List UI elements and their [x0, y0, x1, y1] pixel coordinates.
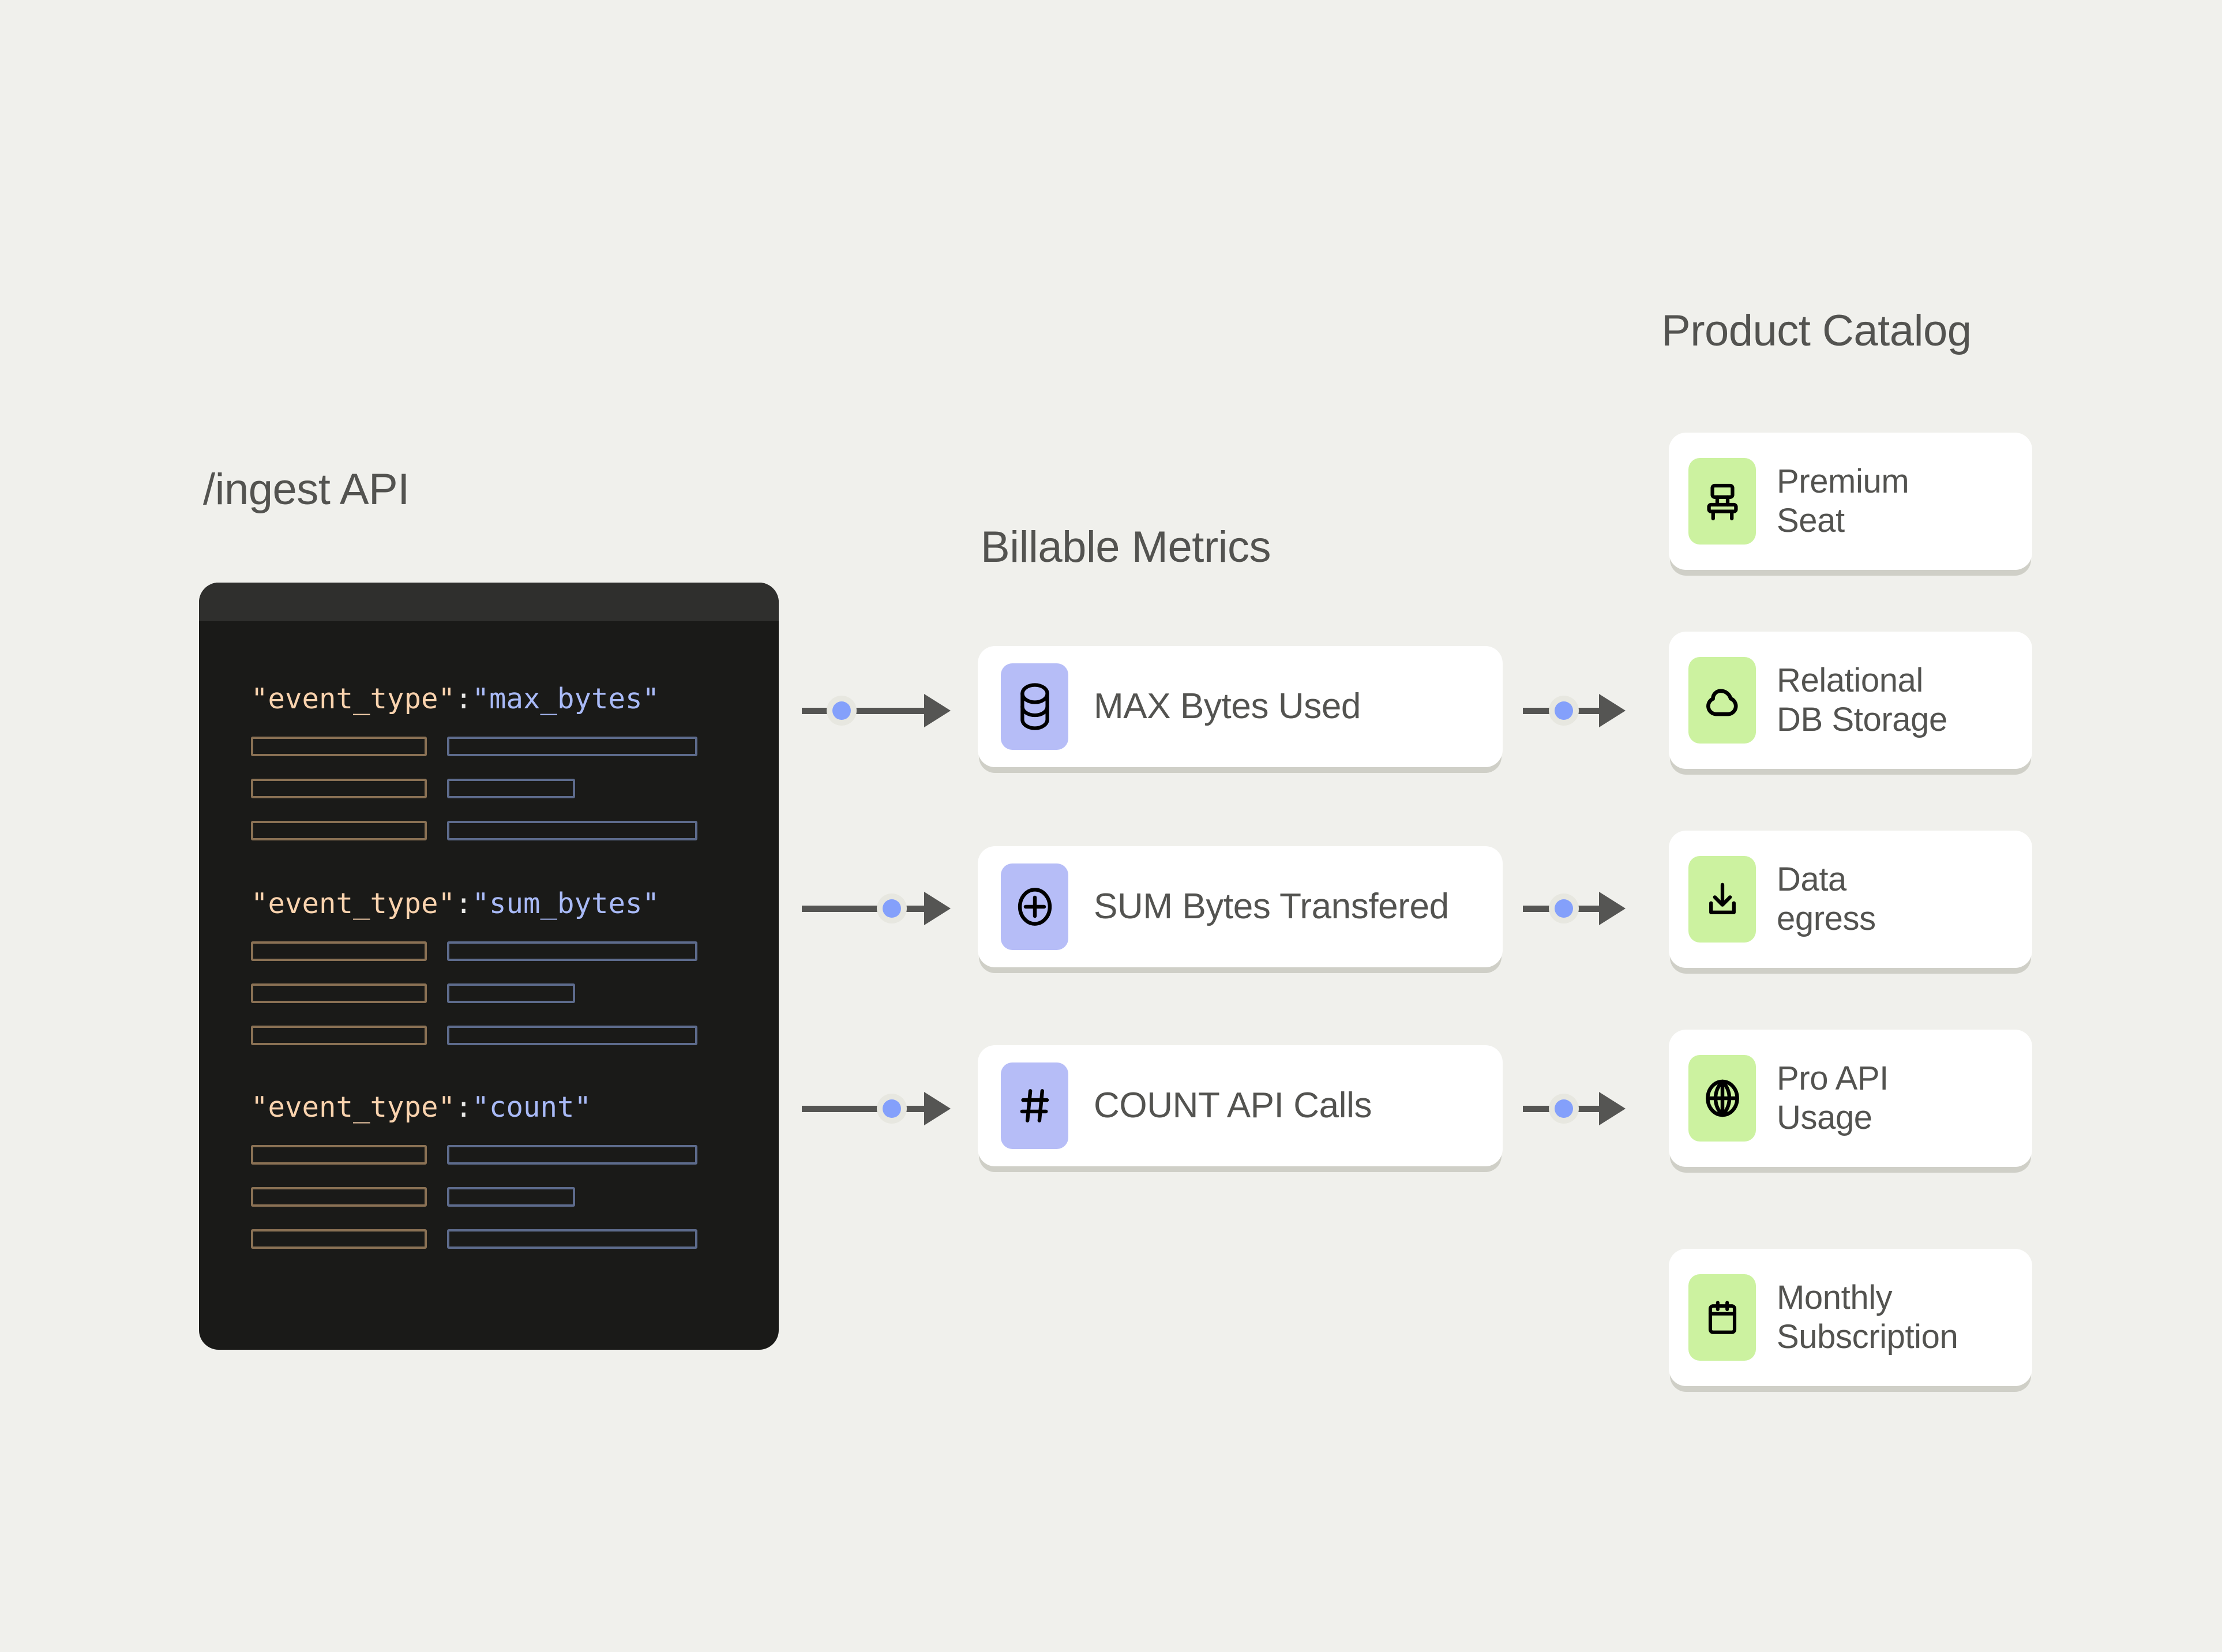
connector-arrow-ingest-to-metric: [802, 684, 953, 735]
arrow-shaft: [802, 1106, 926, 1112]
metric-card-count-api-calls[interactable]: COUNT API Calls: [978, 1045, 1503, 1166]
code-bar-right: [447, 983, 575, 1003]
arrow-shaft: [802, 708, 926, 714]
arrow-dot: [883, 1099, 901, 1118]
code-value-token: "sum_bytes": [472, 887, 660, 920]
code-placeholder-row: [199, 1187, 779, 1207]
connector-arrow-metric-to-product: [1523, 684, 1628, 735]
arrow-head: [1599, 892, 1626, 925]
code-line: "event_type":"max_bytes": [251, 685, 659, 713]
metric-card-max-bytes-used[interactable]: MAX Bytes Used: [978, 646, 1503, 767]
code-placeholder-row: [199, 983, 779, 1003]
ingest-code-panel: "event_type":"max_bytes": [199, 583, 779, 1350]
product-card-label: Relational DB Storage: [1777, 662, 1947, 738]
product-card-label: Premium Seat: [1777, 463, 1909, 539]
product-card-monthly-subscription[interactable]: Monthly Subscription: [1669, 1249, 2032, 1386]
arrow-dot: [1555, 701, 1573, 720]
code-bar-left: [251, 779, 427, 798]
code-colon-token: :: [455, 1091, 472, 1124]
code-bar-right: [447, 941, 697, 961]
code-bar-left: [251, 1187, 427, 1207]
arrow-dot: [883, 899, 901, 918]
product-card-pro-api-usage[interactable]: Pro API Usage: [1669, 1030, 2032, 1167]
connector-arrow-metric-to-product: [1523, 881, 1628, 933]
database-icon: [1001, 663, 1068, 750]
page-title-ingest-api: /ingest API: [203, 465, 410, 514]
connector-arrow-ingest-to-metric: [802, 1082, 953, 1133]
product-card-relational-db-storage[interactable]: Relational DB Storage: [1669, 632, 2032, 769]
code-placeholder-row: [199, 1026, 779, 1045]
download-icon: [1688, 856, 1756, 943]
code-line: "event_type":"sum_bytes": [251, 889, 659, 918]
code-bar-right: [447, 1145, 697, 1165]
page-title-billable-metrics: Billable Metrics: [981, 523, 1271, 572]
code-value-token: "max_bytes": [472, 682, 660, 715]
code-bar-left: [251, 1229, 427, 1249]
code-bar-right: [447, 1026, 697, 1045]
product-card-label: Pro API Usage: [1777, 1060, 1889, 1136]
product-card-label: Monthly Subscription: [1777, 1279, 1958, 1356]
code-bar-left: [251, 821, 427, 840]
page-title-product-catalog: Product Catalog: [1661, 306, 1972, 355]
arrow-head: [1599, 1092, 1626, 1125]
code-placeholder-row: [199, 821, 779, 840]
code-panel-header-bar: [199, 583, 779, 621]
product-card-premium-seat[interactable]: Premium Seat: [1669, 433, 2032, 570]
metric-card-label: SUM Bytes Transfered: [1094, 886, 1449, 926]
arrow-shaft: [802, 906, 926, 912]
product-card-data-egress[interactable]: Data egress: [1669, 831, 2032, 968]
hash-icon: [1001, 1062, 1068, 1149]
arrow-head: [924, 892, 951, 925]
cloud-icon: [1688, 657, 1756, 744]
connector-arrow-ingest-to-metric: [802, 881, 953, 933]
code-placeholder-row: [199, 1145, 779, 1165]
code-bar-right: [447, 779, 575, 798]
code-bar-left: [251, 983, 427, 1003]
code-placeholder-row: [199, 1229, 779, 1249]
code-colon-token: :: [455, 887, 472, 920]
code-bar-right: [447, 1229, 697, 1249]
code-bar-left: [251, 737, 427, 756]
metric-card-label: MAX Bytes Used: [1094, 686, 1361, 726]
code-bar-left: [251, 941, 427, 961]
plus-circle-icon: [1001, 863, 1068, 950]
arrow-dot: [1555, 899, 1573, 918]
code-placeholder-row: [199, 941, 779, 961]
product-card-label: Data egress: [1777, 861, 1876, 937]
arrow-head: [924, 1092, 951, 1125]
code-key-token: "event_type": [251, 682, 456, 715]
metric-card-sum-bytes-transfered[interactable]: SUM Bytes Transfered: [978, 846, 1503, 967]
code-bar-left: [251, 1026, 427, 1045]
arrow-head: [924, 694, 951, 727]
metric-card-label: COUNT API Calls: [1094, 1085, 1372, 1125]
code-colon-token: :: [455, 682, 472, 715]
code-bar-right: [447, 737, 697, 756]
code-bar-left: [251, 1145, 427, 1165]
code-key-token: "event_type": [251, 1091, 456, 1124]
code-placeholder-row: [199, 737, 779, 756]
code-value-token: "count": [472, 1091, 592, 1124]
globe-icon: [1688, 1055, 1756, 1142]
code-bar-right: [447, 821, 697, 840]
code-panel-body: "event_type":"max_bytes": [199, 621, 779, 1350]
calendar-icon: [1688, 1274, 1756, 1361]
connector-arrow-metric-to-product: [1523, 1082, 1628, 1133]
code-line: "event_type":"count": [251, 1093, 591, 1121]
arrow-dot: [1555, 1099, 1573, 1118]
arrow-head: [1599, 694, 1626, 727]
chair-icon: [1688, 458, 1756, 545]
code-key-token: "event_type": [251, 887, 456, 920]
arrow-dot: [832, 701, 851, 720]
code-bar-right: [447, 1187, 575, 1207]
code-placeholder-row: [199, 779, 779, 798]
